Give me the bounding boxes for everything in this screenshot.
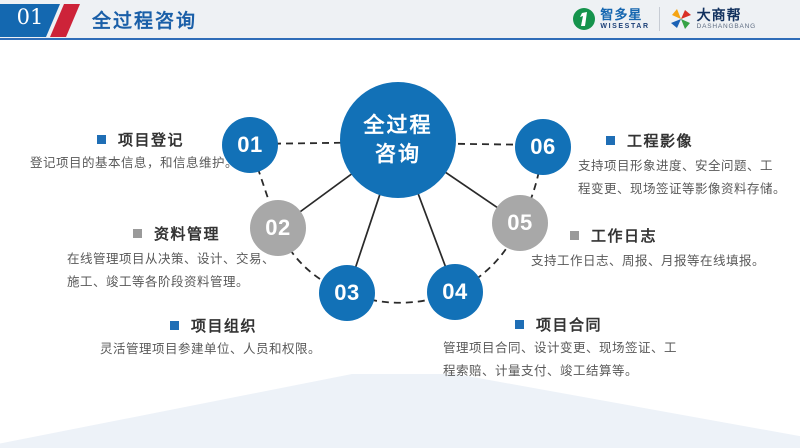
- node-number: 06: [530, 134, 556, 159]
- node-number: 04: [442, 279, 468, 304]
- logo-divider: [658, 7, 660, 31]
- wisestar-logo-icon: [573, 8, 596, 30]
- item-title: 项目合同: [536, 317, 603, 334]
- item-desc-line: 施工、竣工等各阶段资料管理。: [67, 275, 250, 289]
- bullet-icon: [170, 321, 179, 330]
- center-node-label-line2: 咨询: [375, 143, 421, 166]
- item-title: 工作日志: [591, 228, 658, 245]
- feature-item-document-management: 资料管理: [133, 223, 220, 244]
- node-01: 01: [222, 117, 278, 173]
- item-desc-line: 支持项目形象进度、安全问题、工: [578, 159, 774, 173]
- dashangbang-logo-icon: [670, 9, 691, 29]
- center-node: 全过程 咨询: [340, 82, 456, 198]
- item-desc: 管理项目合同、设计变更、现场签证、工 程索赔、计量支付、竣工结算等。: [443, 337, 677, 383]
- node-number: 05: [507, 210, 533, 235]
- item-desc-line: 程索赔、计量支付、竣工结算等。: [443, 364, 639, 378]
- header-logos: 智多星 WISESTAR 大商帮 DASHANGBANG: [572, 7, 756, 31]
- wisestar-subtitle: WISESTAR: [600, 23, 650, 30]
- node-02: 02: [250, 200, 306, 256]
- item-title: 资料管理: [154, 226, 221, 243]
- dashangbang-subtitle: DASHANGBANG: [696, 22, 756, 30]
- item-desc: 灵活管理项目参建单位、人员和权限。: [100, 338, 321, 361]
- bullet-icon: [515, 320, 524, 329]
- slide-number: 01: [16, 5, 44, 29]
- item-desc-line: 灵活管理项目参建单位、人员和权限。: [100, 342, 322, 356]
- item-title: 工程影像: [627, 133, 694, 150]
- node-05: 05: [492, 195, 548, 251]
- item-desc-line: 程变更、现场签证等影像资料存储。: [578, 182, 787, 196]
- wisestar-name: 智多星: [600, 7, 643, 22]
- node-number: 03: [334, 280, 360, 305]
- bullet-icon: [606, 136, 615, 145]
- item-title: 项目登记: [118, 132, 185, 149]
- item-desc-line: 在线管理项目从决策、设计、交易、: [67, 252, 276, 266]
- feature-item-work-log: 工作日志: [570, 225, 657, 246]
- bullet-icon: [570, 231, 579, 240]
- item-desc: 支持项目形象进度、安全问题、工 程变更、现场签证等影像资料存储。: [578, 155, 786, 201]
- item-desc-line: 管理项目合同、设计变更、现场签证、工: [443, 341, 678, 355]
- feature-item-project-registration: 项目登记: [97, 129, 184, 150]
- node-04: 04: [427, 264, 483, 320]
- item-title: 项目组织: [191, 318, 258, 335]
- feature-item-project-contract: 项目合同: [515, 314, 602, 335]
- dashangbang-logo-text: 大商帮 DASHANGBANG: [697, 8, 756, 31]
- node-06: 06: [515, 119, 571, 175]
- item-desc-line: 支持工作日志、周报、月报等在线填报。: [531, 254, 766, 268]
- slide-number-badge: 01: [0, 0, 84, 39]
- node-03: 03: [319, 265, 375, 321]
- page-title: 全过程咨询: [92, 10, 198, 32]
- item-desc: 支持工作日志、周报、月报等在线填报。: [531, 250, 765, 273]
- item-desc-line: 登记项目的基本信息，和信息维护。: [30, 156, 239, 170]
- node-number: 02: [265, 215, 291, 240]
- wisestar-logo-text: 智多星 WISESTAR: [600, 8, 649, 30]
- item-desc: 登记项目的基本信息，和信息维护。: [30, 152, 238, 175]
- wisestar-logo: 智多星 WISESTAR: [572, 7, 649, 31]
- feature-item-project-organization: 项目组织: [170, 315, 257, 336]
- slide-number-badge-shape: [0, 4, 80, 37]
- node-number: 01: [237, 132, 263, 157]
- feature-item-project-imagery: 工程影像: [606, 130, 693, 151]
- center-node-label-line1: 全过程: [363, 113, 433, 137]
- bullet-icon: [97, 135, 106, 144]
- header-bar: 01 全过程咨询 智多星 WISESTAR: [0, 0, 800, 40]
- item-desc: 在线管理项目从决策、设计、交易、 施工、竣工等各阶段资料管理。: [67, 248, 275, 294]
- dashangbang-name: 大商帮: [696, 6, 742, 23]
- dashangbang-logo: 大商帮 DASHANGBANG: [669, 7, 756, 31]
- bullet-icon: [133, 229, 142, 238]
